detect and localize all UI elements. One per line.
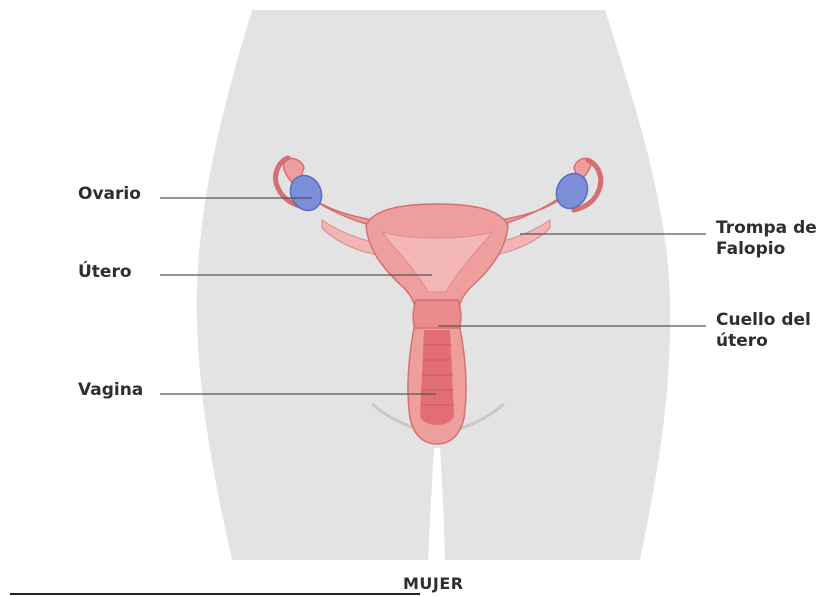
- vaginal-canal: [420, 330, 454, 425]
- label-trompa: Trompa de Falopio: [716, 218, 817, 260]
- label-cuello-line1: Cuello del: [716, 310, 811, 331]
- label-ovario: Ovario: [78, 184, 141, 205]
- label-vagina: Vagina: [78, 380, 143, 401]
- caption-mujer: MUJER: [403, 574, 464, 593]
- label-trompa-line1: Trompa de: [716, 218, 817, 239]
- cervix: [413, 300, 461, 332]
- label-cuello: Cuello del útero: [716, 310, 811, 352]
- label-trompa-line2: Falopio: [716, 239, 817, 260]
- label-cuello-line2: útero: [716, 331, 811, 352]
- label-utero: Útero: [78, 262, 132, 283]
